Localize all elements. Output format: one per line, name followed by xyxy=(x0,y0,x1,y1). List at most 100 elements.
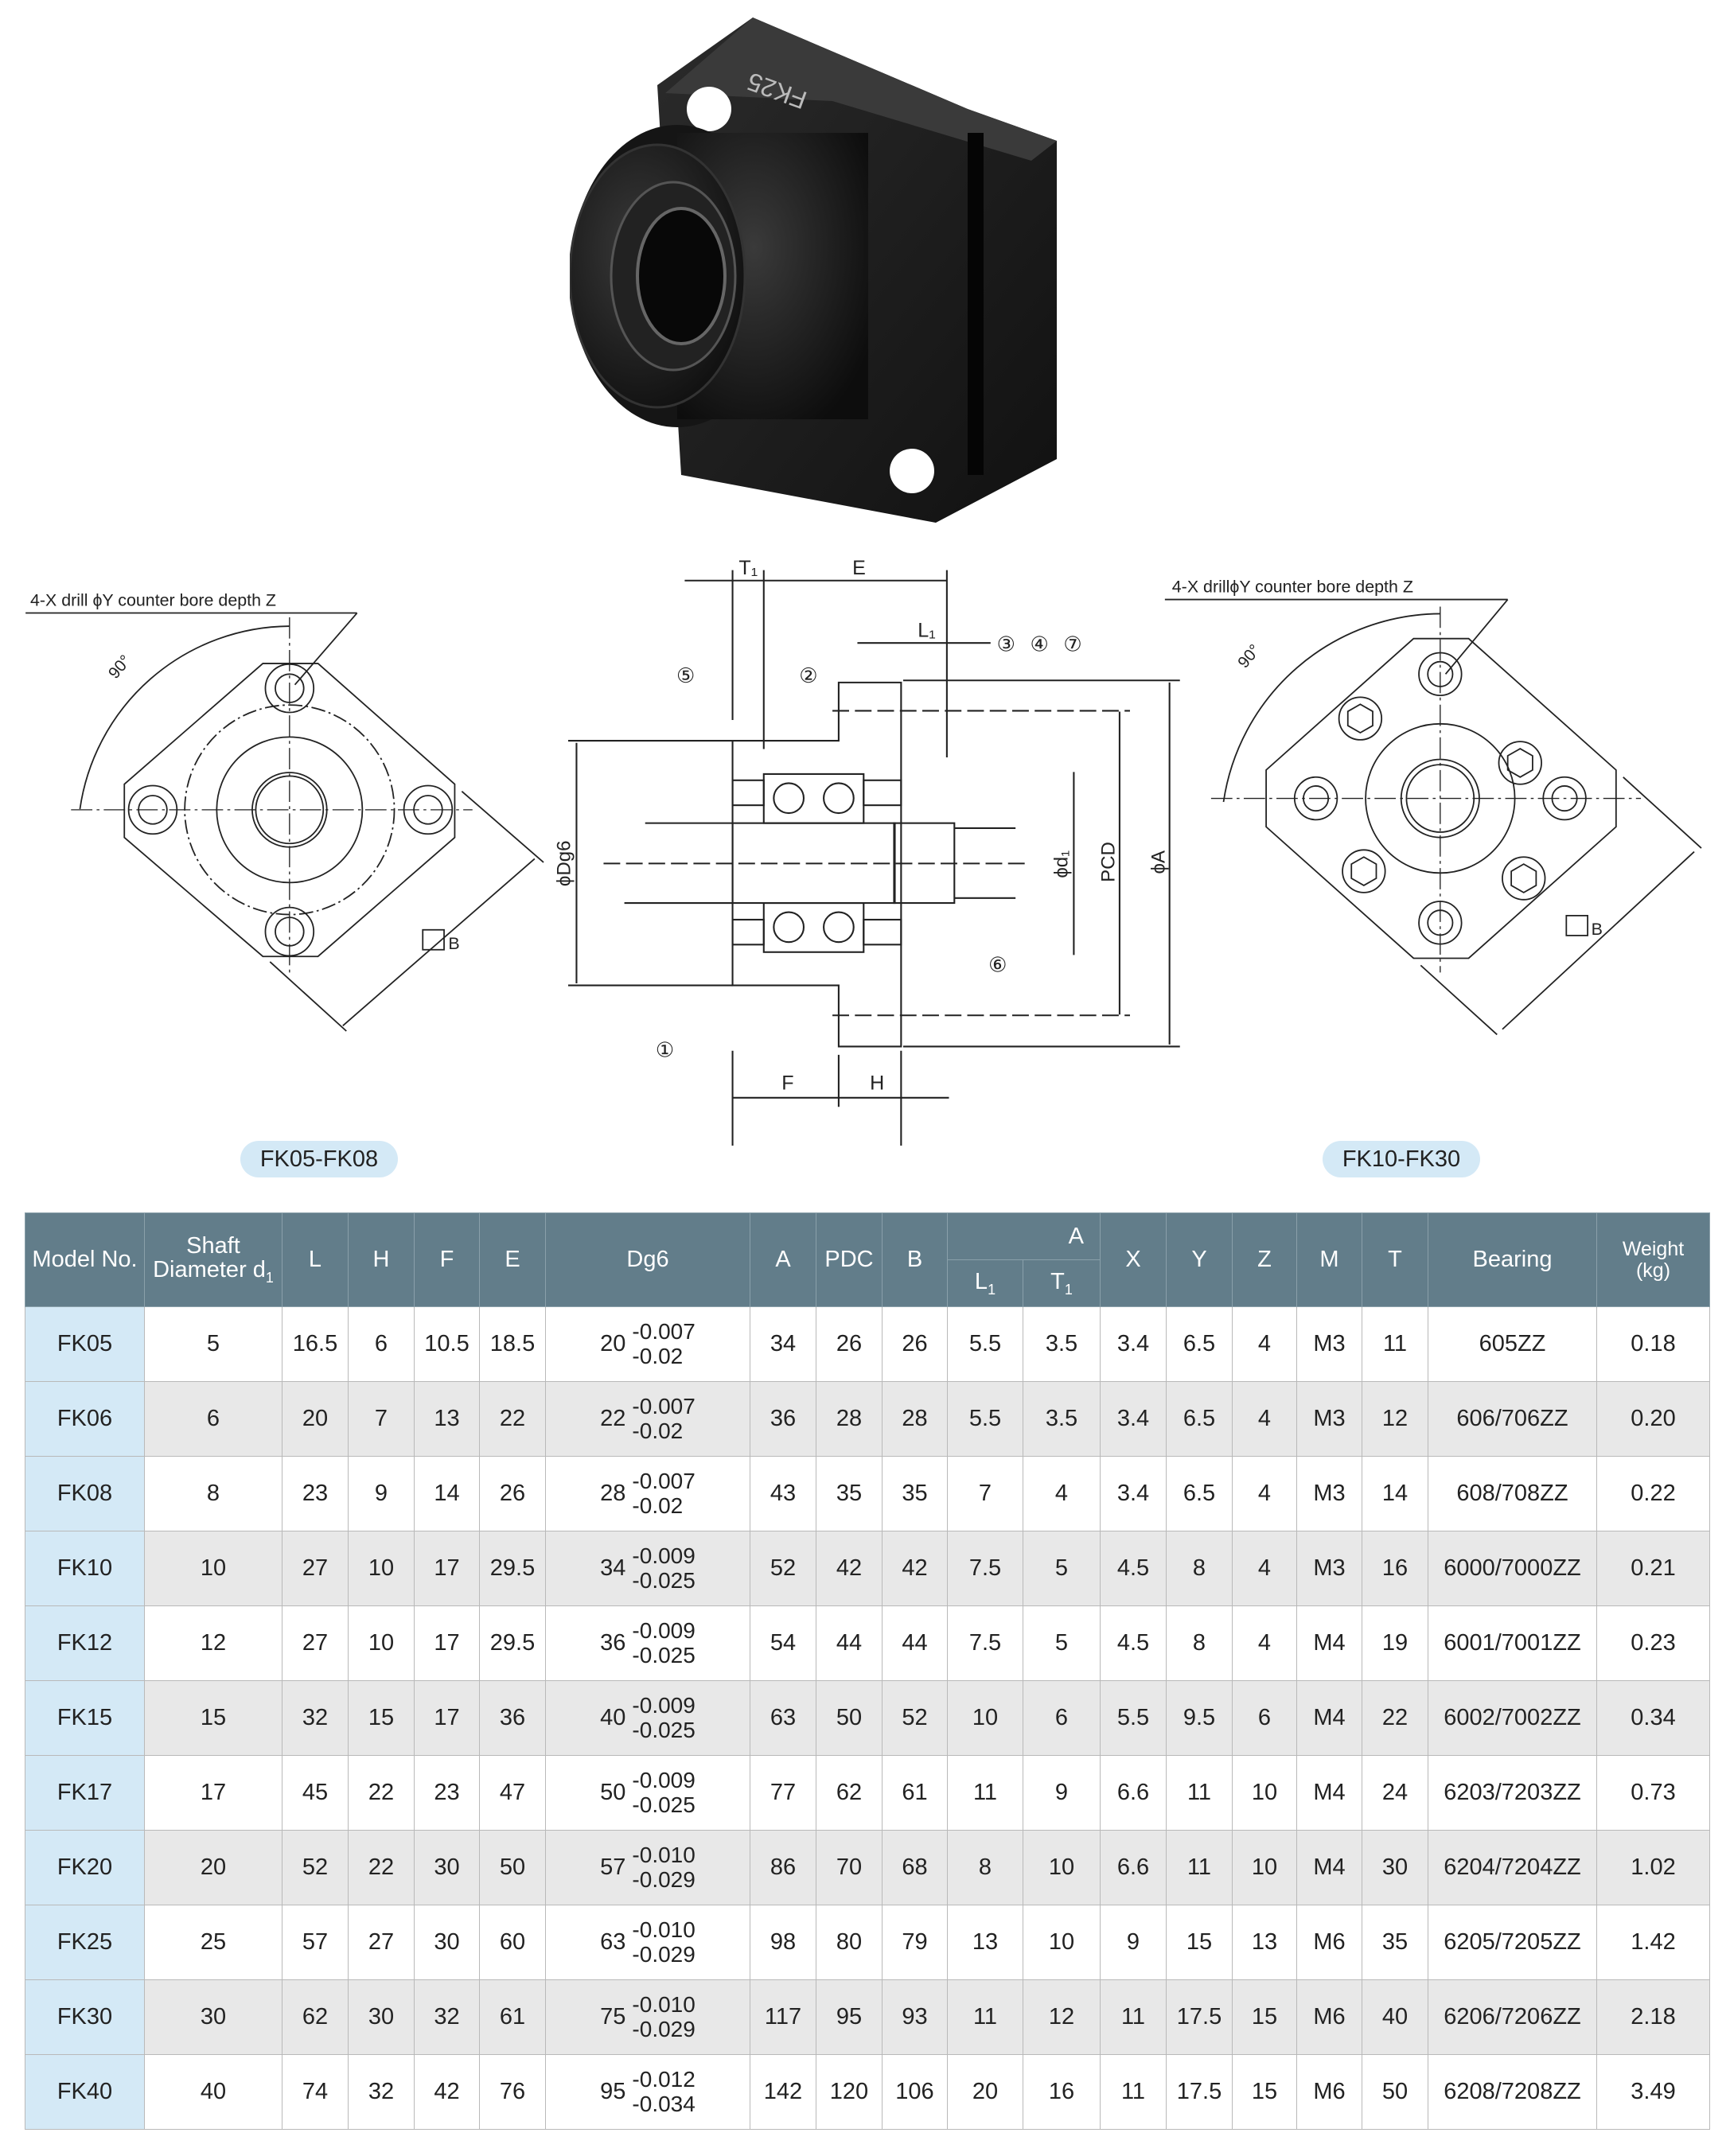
cell-pdc: 42 xyxy=(816,1531,883,1606)
cell-d1: 8 xyxy=(144,1456,282,1531)
cell-x: 4.5 xyxy=(1100,1605,1167,1681)
cell-b: 61 xyxy=(882,1755,948,1831)
cell-l1: 11 xyxy=(947,1979,1023,2055)
header-e: E xyxy=(479,1212,546,1307)
cell-pdc: 26 xyxy=(816,1306,883,1382)
header-a-group: A xyxy=(947,1212,1101,1260)
cell-f: 30 xyxy=(414,1830,480,1905)
dim-dg6: ϕDg6 xyxy=(554,841,575,887)
tol-upper: -0.012 xyxy=(632,2066,696,2092)
cell-weight: 1.02 xyxy=(1596,1830,1710,1905)
cell-x: 4.5 xyxy=(1100,1531,1167,1606)
cell-l1: 7.5 xyxy=(947,1531,1023,1606)
cell-h: 10 xyxy=(348,1531,415,1606)
cell-a: 36 xyxy=(750,1381,816,1457)
cell-t: 16 xyxy=(1362,1531,1428,1606)
cell-h: 10 xyxy=(348,1605,415,1681)
cell-h: 15 xyxy=(348,1680,415,1756)
cell-t1: 3.5 xyxy=(1023,1381,1101,1457)
cell-m: M6 xyxy=(1296,1979,1362,2055)
cell-h: 27 xyxy=(348,1905,415,1980)
cell-l1: 11 xyxy=(947,1755,1023,1831)
cell-y: 8 xyxy=(1166,1605,1233,1681)
cell-t1: 10 xyxy=(1023,1905,1101,1980)
cell-pdc: 120 xyxy=(816,2054,883,2130)
dim-e: E xyxy=(852,557,866,579)
cell-t: 19 xyxy=(1362,1605,1428,1681)
cell-dg: 34-0.009-0.025 xyxy=(545,1531,750,1606)
header-pdc: PDC xyxy=(816,1212,883,1307)
tol-upper: -0.007 xyxy=(632,1468,696,1493)
dim-l: L xyxy=(814,1142,825,1146)
cell-bearing: 6002/7002ZZ xyxy=(1428,1680,1597,1756)
callout-5: ⑤ xyxy=(676,664,695,687)
header-b: B xyxy=(882,1212,948,1307)
dim-b-label: B xyxy=(1592,920,1603,939)
cell-f: 30 xyxy=(414,1905,480,1980)
cell-d1: 30 xyxy=(144,1979,282,2055)
cell-b: 44 xyxy=(882,1605,948,1681)
cell-t: 24 xyxy=(1362,1755,1428,1831)
cell-y: 11 xyxy=(1166,1755,1233,1831)
cell-a: 98 xyxy=(750,1905,816,1980)
caption-fk05-fk08: FK05-FK08 xyxy=(240,1141,398,1177)
cell-f: 10.5 xyxy=(414,1306,480,1382)
cell-x: 3.4 xyxy=(1100,1306,1167,1382)
cell-y: 9.5 xyxy=(1166,1680,1233,1756)
dg6-nominal: 50 xyxy=(600,1780,626,1805)
tol-lower: -0.029 xyxy=(632,2016,696,2041)
callout-6: ⑥ xyxy=(988,952,1007,976)
cell-l1: 13 xyxy=(947,1905,1023,1980)
cell-z: 10 xyxy=(1232,1755,1297,1831)
cell-l1: 20 xyxy=(947,2054,1023,2130)
header-f: F xyxy=(414,1212,480,1307)
header-l: L xyxy=(282,1212,349,1307)
header-y: Y xyxy=(1166,1212,1233,1307)
cell-weight: 0.21 xyxy=(1596,1531,1710,1606)
cell-t1: 5 xyxy=(1023,1531,1101,1606)
cell-z: 15 xyxy=(1232,2054,1297,2130)
tol-upper: -0.009 xyxy=(632,1692,696,1718)
cell-f: 17 xyxy=(414,1605,480,1681)
cell-m: M3 xyxy=(1296,1381,1362,1457)
cell-x: 3.4 xyxy=(1100,1381,1167,1457)
cell-y: 6.5 xyxy=(1166,1381,1233,1457)
cell-pdc: 44 xyxy=(816,1605,883,1681)
cell-t1: 12 xyxy=(1023,1979,1101,2055)
cell-e: 26 xyxy=(479,1456,546,1531)
dim-f: F xyxy=(781,1072,793,1094)
cell-a: 86 xyxy=(750,1830,816,1905)
cell-f: 17 xyxy=(414,1531,480,1606)
cell-d1: 15 xyxy=(144,1680,282,1756)
header-l1: L1 xyxy=(947,1259,1023,1307)
cell-l: 32 xyxy=(282,1680,349,1756)
cell-bearing: 6204/7204ZZ xyxy=(1428,1830,1597,1905)
cell-m: M3 xyxy=(1296,1531,1362,1606)
cell-bearing: 605ZZ xyxy=(1428,1306,1597,1382)
tol-upper: -0.010 xyxy=(632,1917,696,1942)
cell-t: 12 xyxy=(1362,1381,1428,1457)
cell-z: 4 xyxy=(1232,1605,1297,1681)
tol-upper: -0.010 xyxy=(632,1991,696,2017)
cell-z: 4 xyxy=(1232,1531,1297,1606)
dim-a: ϕA xyxy=(1147,850,1169,874)
cell-dg: 40-0.009-0.025 xyxy=(545,1680,750,1756)
callout-7: ⑦ xyxy=(1063,632,1081,656)
cell-t1: 6 xyxy=(1023,1680,1101,1756)
dg6-nominal: 75 xyxy=(600,2004,626,2030)
cell-m: M6 xyxy=(1296,1905,1362,1980)
cell-d1: 5 xyxy=(144,1306,282,1382)
callout-4: ④ xyxy=(1030,632,1048,656)
tol-lower: -0.025 xyxy=(632,1567,696,1593)
cell-l: 74 xyxy=(282,2054,349,2130)
cell-l1: 10 xyxy=(947,1680,1023,1756)
cell-t1: 5 xyxy=(1023,1605,1101,1681)
cell-dg: 22-0.007-0.02 xyxy=(545,1381,750,1457)
cell-h: 6 xyxy=(348,1306,415,1382)
cell-bearing: 6203/7203ZZ xyxy=(1428,1755,1597,1831)
tol-lower: -0.034 xyxy=(632,2091,696,2116)
header-x: X xyxy=(1100,1212,1167,1307)
